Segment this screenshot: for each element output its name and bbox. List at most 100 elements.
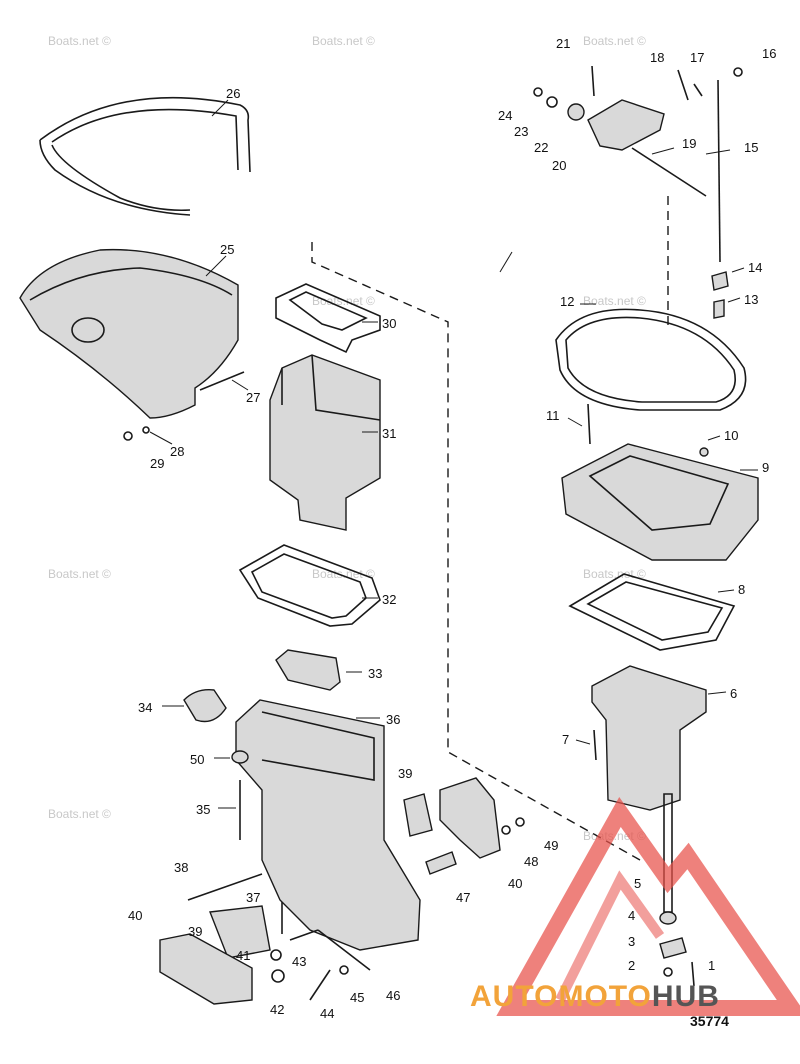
callout-7: 7: [562, 732, 569, 747]
part-25-bottom-cowl: [19, 248, 239, 419]
callout-14: 14: [748, 260, 762, 275]
callout-44: 44: [320, 1006, 334, 1021]
part-13-bushing: [713, 299, 725, 319]
part-40-cover: [159, 933, 253, 1005]
part-6-adaptor: [591, 665, 707, 811]
part-12-seal-inner: [565, 316, 736, 403]
part-23-washer: [546, 96, 558, 108]
leader-line: [717, 589, 735, 593]
leader-line: [499, 251, 513, 273]
callout-46: 46: [386, 988, 400, 1003]
callout-13: 13: [744, 292, 758, 307]
callout-37: 37: [246, 890, 260, 905]
part-33-seal: [275, 649, 341, 691]
callout-50: 50: [190, 752, 204, 767]
callout-43: 43: [292, 954, 306, 969]
part-22-bushing: [567, 103, 585, 121]
part-18-pin: [677, 69, 689, 101]
callout-29: 29: [150, 456, 164, 471]
leader-lines: [149, 99, 758, 809]
leader-line: [575, 739, 591, 745]
callout-19: 19: [682, 136, 696, 151]
part-44-screw: [309, 969, 331, 1001]
callout-42: 42: [270, 1002, 284, 1017]
part-8-gasket: [568, 573, 736, 651]
part-38-rod: [187, 873, 263, 901]
callout-2: 2: [628, 958, 635, 973]
logo-triangle-inner: [555, 870, 665, 1003]
part-3-clip: [659, 937, 687, 959]
part-43-pin: [289, 929, 319, 941]
watermark-text: Boats.net ©: [312, 567, 375, 581]
part-25-cowl-hole: [71, 317, 105, 343]
watermark-text: Boats.net ©: [583, 567, 646, 581]
leader-line: [211, 99, 229, 117]
watermark-text: Boats.net ©: [583, 294, 646, 308]
assembly-dash-line: [311, 242, 641, 861]
part-9-plate-detail: [588, 455, 730, 531]
part-36-housing-top: [261, 711, 375, 781]
callout-34: 34: [138, 700, 152, 715]
callout-numbers: 26 25 27 28 29 30 31 32 33 34 36 50 35 3…: [128, 36, 776, 1021]
callout-40-left: 40: [128, 908, 142, 923]
callout-18: 18: [650, 50, 664, 65]
callout-17: 17: [690, 50, 704, 65]
watermark-text: Boats.net ©: [48, 34, 111, 48]
watermark-text: Boats.net ©: [312, 34, 375, 48]
part-2-washer: [663, 967, 673, 977]
part-30-seal: [275, 283, 381, 354]
callout-15: 15: [744, 140, 758, 155]
leader-line: [567, 417, 583, 427]
leader-line: [707, 691, 727, 695]
callout-22: 22: [534, 140, 548, 155]
part-17-clip: [693, 83, 703, 97]
callout-25: 25: [220, 242, 234, 257]
leader-line: [651, 147, 675, 155]
callout-12: 12: [560, 294, 574, 309]
part-27-screw: [199, 371, 245, 391]
callout-27: 27: [246, 390, 260, 405]
part-47-plate: [425, 851, 457, 875]
callout-4: 4: [628, 908, 635, 923]
part-26-seal-inner: [51, 108, 239, 212]
leader-line: [731, 267, 745, 273]
part-16-nut: [733, 67, 743, 77]
logo-text-hub: HUB: [652, 980, 720, 1013]
callout-28: 28: [170, 444, 184, 459]
part-7-screw: [593, 729, 597, 761]
callout-9: 9: [762, 460, 769, 475]
part-45-washer: [339, 965, 349, 975]
callout-41: 41: [236, 948, 250, 963]
callout-40-right: 40: [508, 876, 522, 891]
watermark-text: Boats.net ©: [583, 34, 646, 48]
part-34-cap: [183, 689, 227, 723]
part-25-cowl-rim: [29, 267, 233, 301]
part-42-nut: [271, 969, 285, 983]
callout-11: 11: [546, 408, 560, 423]
callout-32: 32: [382, 592, 396, 607]
callout-45: 45: [350, 990, 364, 1005]
part-39-bracket-right: [403, 793, 433, 837]
part-24-nut: [533, 87, 543, 97]
callout-6: 6: [730, 686, 737, 701]
part-21-bolt: [591, 65, 595, 97]
callout-26: 26: [226, 86, 240, 101]
part-41-nut: [270, 949, 282, 961]
callout-39-right: 39: [398, 766, 412, 781]
part-32-gasket: [238, 544, 381, 627]
callout-3: 3: [628, 934, 635, 949]
callout-23: 23: [514, 124, 528, 139]
callout-8: 8: [738, 582, 745, 597]
part-10-washer: [699, 447, 709, 457]
diagram-number: 35774: [690, 1013, 729, 1029]
callout-1: 1: [708, 958, 715, 973]
leader-line: [231, 379, 249, 391]
callout-38: 38: [174, 860, 188, 875]
brand-logo: AUTOMOTOHUB: [470, 797, 800, 1016]
callout-48: 48: [524, 854, 538, 869]
callout-10: 10: [724, 428, 738, 443]
part-30-seal-inner: [288, 291, 368, 331]
callout-47: 47: [456, 890, 470, 905]
part-49-nut: [515, 817, 525, 827]
